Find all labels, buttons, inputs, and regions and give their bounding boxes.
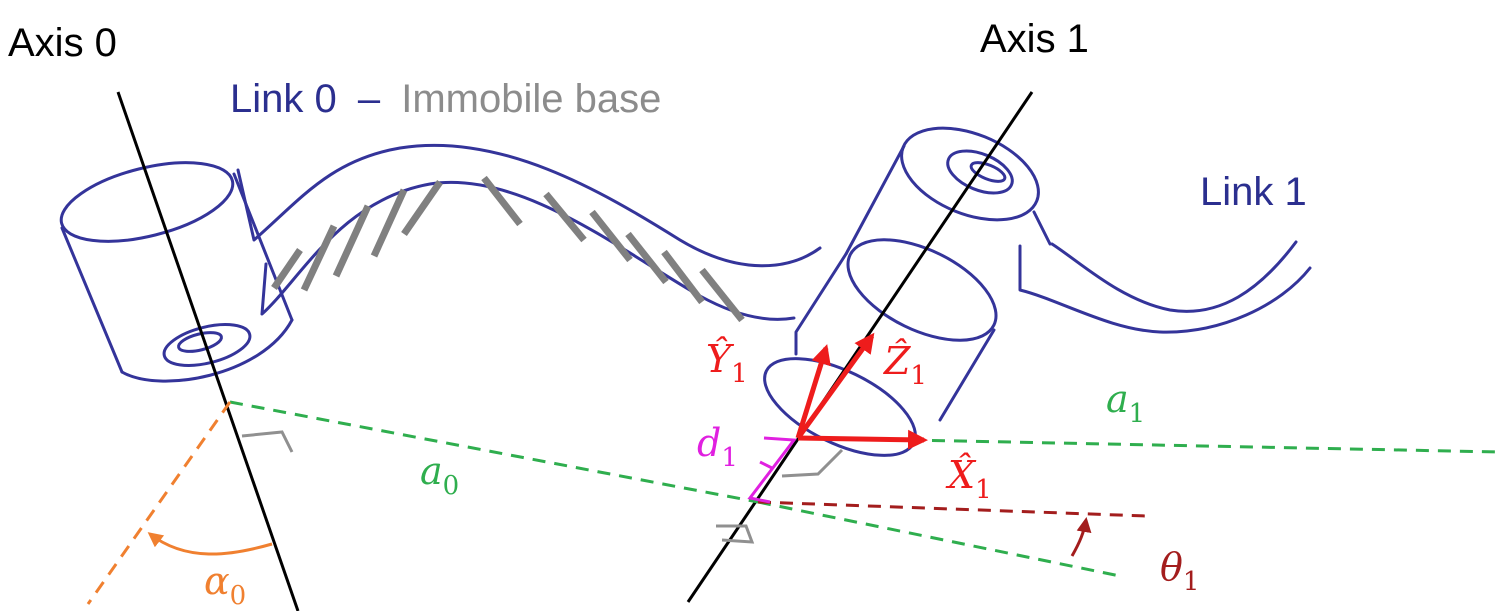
- axis1-hole-outer: [946, 149, 1014, 195]
- axis1-parallel-line: [86, 401, 232, 605]
- link1-label: Link 1: [1200, 170, 1307, 214]
- x1-label: X̂1: [945, 453, 992, 505]
- link1-shape: [763, 126, 1312, 457]
- x0-extension: [757, 500, 1121, 578]
- d1-offset-bracket: [747, 436, 797, 504]
- axis0-hole-inner: [177, 331, 223, 353]
- common-normal-a1: [909, 438, 1499, 454]
- alpha0-label: α0: [204, 559, 246, 611]
- right-angle-marker-2: [781, 448, 844, 478]
- axis1-label: Axis 1: [980, 17, 1089, 61]
- axis1-hole-inner: [969, 161, 1007, 183]
- link0-name: Link 0: [230, 77, 337, 121]
- link0-desc: Immobile base: [401, 77, 661, 121]
- y1-label: Ŷ1: [706, 337, 748, 389]
- link0-title: Link 0 – Immobile base: [230, 77, 661, 121]
- right-angle-marker-0: [241, 430, 294, 453]
- link0-dash: –: [358, 77, 381, 121]
- axis0-line: [116, 91, 300, 611]
- theta1-label: θ1: [1160, 545, 1199, 597]
- a0-label: a0: [420, 449, 459, 501]
- d1-label: d1: [697, 421, 738, 473]
- right-angle-marker-1: [716, 524, 755, 544]
- ground-hatching: [271, 175, 745, 323]
- z1-label: Ẑ1: [883, 339, 927, 391]
- a1-label: a1: [1106, 377, 1145, 429]
- axis0-label: Axis 0: [8, 21, 117, 65]
- alpha0-arc: [147, 532, 273, 556]
- theta-reference-line: [757, 500, 1147, 518]
- z1-axis-arrow: [795, 332, 875, 440]
- common-normal-a0: [229, 400, 759, 504]
- x1-axis-arrow: [797, 429, 928, 450]
- d1-tick: [759, 460, 773, 470]
- y1-axis-arrow: [795, 344, 831, 439]
- theta1-arc: [1070, 517, 1092, 557]
